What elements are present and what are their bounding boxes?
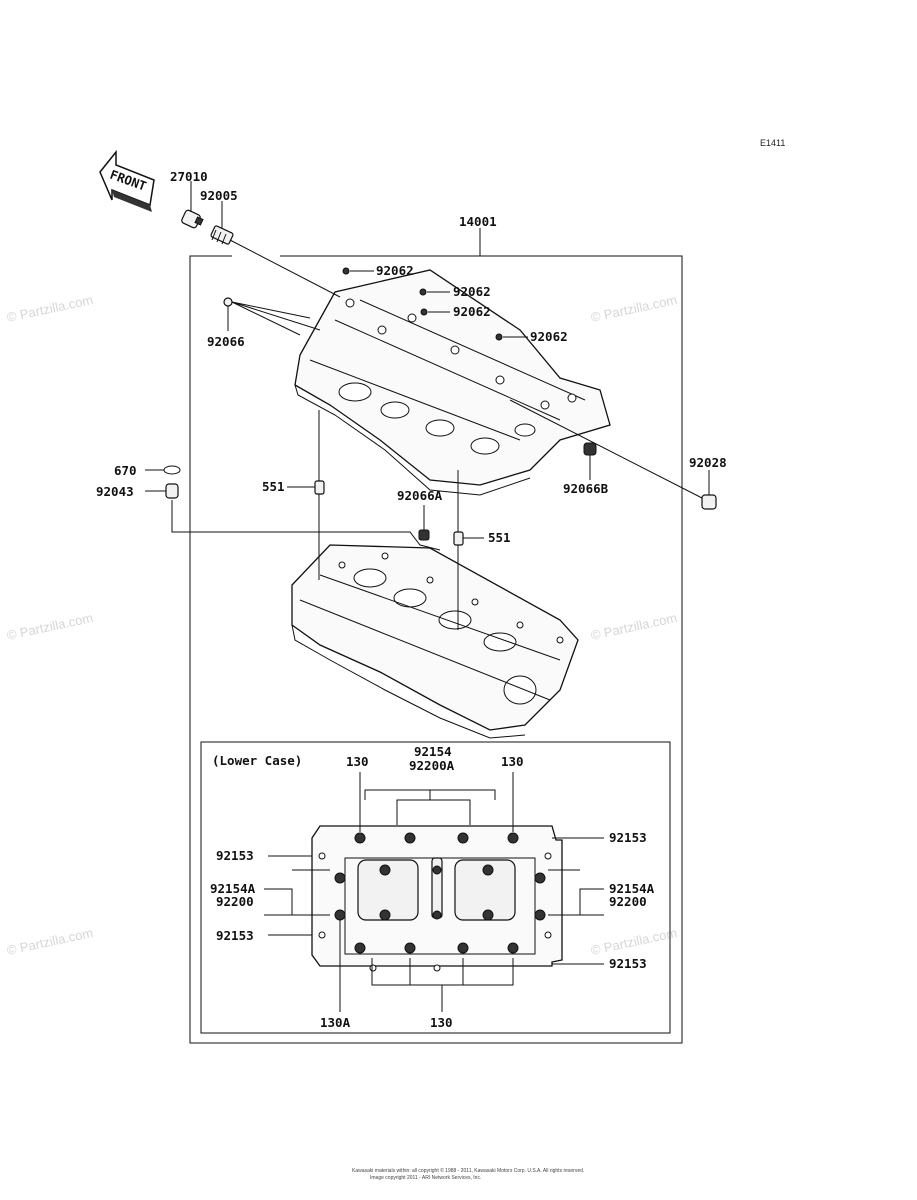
part-label: 92153 [609, 956, 647, 971]
lower-crankcase [291, 544, 579, 739]
plug-icon [420, 308, 428, 316]
front-arrow-icon: FRONT [99, 149, 155, 212]
watermark: © Partzilla.com [6, 925, 95, 958]
part-label: 92200 [216, 894, 254, 909]
part-label: 92062 [530, 329, 568, 344]
part-label: 92153 [216, 928, 254, 943]
part-label: 92005 [200, 188, 238, 203]
part-label: 92043 [96, 484, 134, 499]
part-label: 130A [320, 1015, 351, 1030]
leader-lines [145, 181, 710, 630]
part-label: 92200A [409, 758, 455, 773]
watermark: © Partzilla.com [6, 610, 95, 643]
dowel-pin-icon [583, 442, 597, 456]
assembly-frame [189, 228, 683, 1044]
part-label: 92153 [609, 830, 647, 845]
part-label: 92028 [689, 455, 727, 470]
dowel-pin-icon [453, 531, 464, 546]
dowel-pin-icon [314, 480, 325, 495]
part-label: 551 [262, 479, 285, 494]
part-label: 27010 [170, 169, 208, 184]
oil-pressure-switch-icon [181, 209, 204, 229]
diagram-code: E1411 [760, 138, 785, 148]
plug-icon [701, 494, 717, 510]
part-label: 92062 [453, 304, 491, 319]
collar-icon [165, 483, 179, 499]
part-label: 92154A [210, 881, 256, 896]
part-label: 92062 [453, 284, 491, 299]
plug-icon [419, 288, 427, 296]
o-ring-icon [163, 465, 181, 475]
upper-crankcase [294, 269, 611, 496]
plug-icon [342, 267, 350, 275]
part-label: 92066B [563, 481, 609, 496]
plug-icon [495, 333, 503, 341]
inset-title: (Lower Case) [212, 753, 302, 768]
part-label: 92200 [609, 894, 647, 909]
part-label: 130 [430, 1015, 453, 1030]
part-label: 92066A [397, 488, 443, 503]
dowel-pin-icon [223, 297, 233, 307]
footer: Kawasaki materials within: all copyright… [352, 1167, 584, 1181]
copyright-text: Image copyright 2011 - ARI Network Servi… [370, 1175, 481, 1181]
part-label: 551 [488, 530, 511, 545]
part-label: 92153 [216, 848, 254, 863]
plug-icon [210, 225, 234, 245]
part-label: 92154A [609, 881, 655, 896]
copyright-text: Kawasaki materials within: all copyright… [352, 1167, 584, 1174]
watermark: © Partzilla.com [590, 925, 679, 958]
part-label: 670 [114, 463, 137, 478]
part-label: 92066 [207, 334, 245, 349]
part-label: 130 [346, 754, 369, 769]
watermark: © Partzilla.com [590, 610, 679, 643]
watermark: © Partzilla.com [590, 292, 679, 325]
small-parts [163, 209, 717, 546]
part-label: 14001 [459, 214, 497, 229]
part-label: 92154 [414, 744, 452, 759]
upper-labels: 27010 92005 14001 92062 92062 92062 9206… [96, 169, 727, 545]
lower-case-inset: (Lower Case) [200, 741, 671, 1034]
watermark: © Partzilla.com [6, 292, 95, 325]
dowel-pin-icon [418, 529, 430, 541]
part-label: 130 [501, 754, 524, 769]
part-label: 92062 [376, 263, 414, 278]
